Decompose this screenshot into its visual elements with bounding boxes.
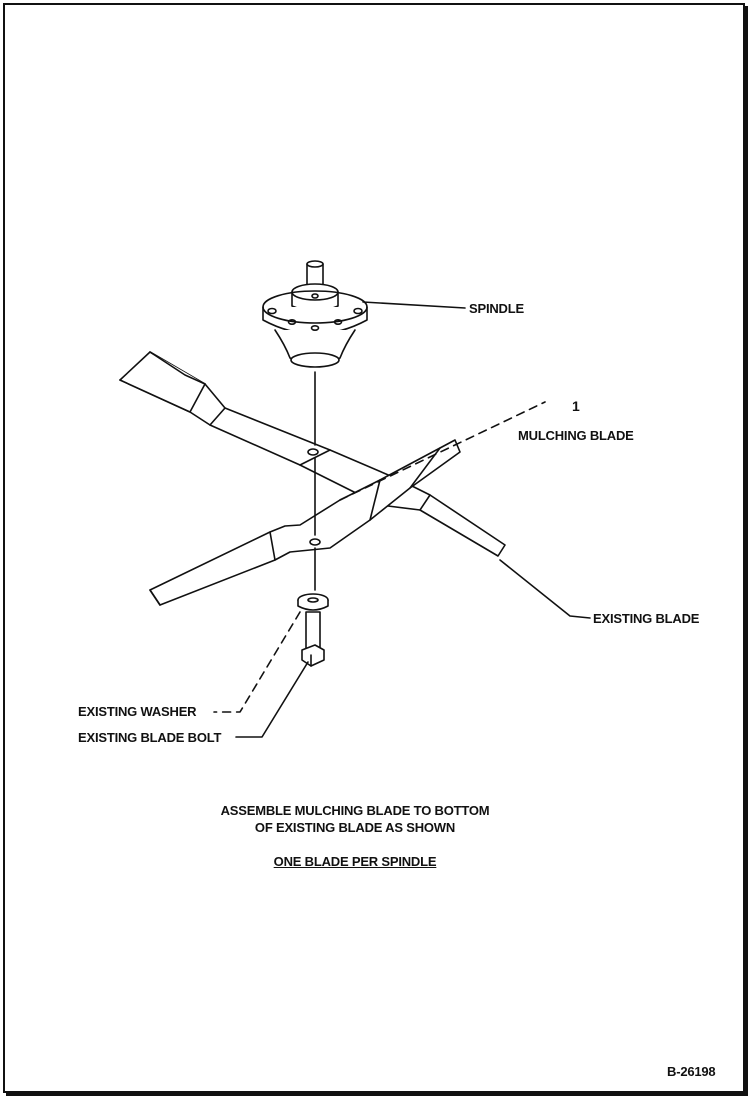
instruction-line-1: ASSEMBLE MULCHING BLADE TO BOTTOM	[220, 803, 490, 818]
instruction-line-3: ONE BLADE PER SPINDLE	[273, 854, 437, 869]
existing-blade-label: EXISTING BLADE	[593, 611, 700, 626]
existing-washer-label: EXISTING WASHER	[78, 704, 197, 719]
washer-leader	[213, 611, 301, 713]
existing-blade-leader	[499, 559, 591, 619]
mulching-blade-leader	[339, 401, 546, 501]
figure-id: B-26198	[667, 1064, 716, 1079]
washer-drawing	[297, 593, 329, 611]
spindle-label: SPINDLE	[469, 301, 524, 316]
existing-blade-drawing	[149, 439, 461, 606]
mulching-blade-label: MULCHING BLADE	[518, 428, 634, 443]
spindle-drawing	[262, 260, 368, 368]
item-number-label: 1	[572, 398, 580, 414]
existing-blade-bolt-label: EXISTING BLADE BOLT	[78, 730, 222, 745]
spindle-leader	[362, 301, 466, 309]
page-frame	[3, 3, 745, 1093]
instruction-line-2: OF EXISTING BLADE AS SHOWN	[254, 820, 456, 835]
bolt-drawing	[301, 611, 325, 667]
bolt-leader	[235, 661, 309, 738]
